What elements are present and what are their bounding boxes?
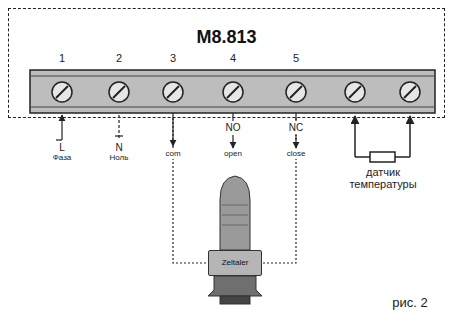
terminal-number: 5 xyxy=(292,52,300,64)
terminal-strip xyxy=(30,70,435,113)
actuator-label: Zeltaler xyxy=(222,258,249,267)
device-housing: M8.813 xyxy=(8,8,445,118)
signal-name: Ноль xyxy=(109,154,130,163)
no-wire xyxy=(232,113,233,121)
signal-name: com xyxy=(164,150,181,159)
phase-wire xyxy=(61,115,62,140)
temperature-sensor xyxy=(355,116,410,162)
terminal-number: 2 xyxy=(115,52,123,64)
signal-name: NO xyxy=(225,122,242,133)
figure-caption: рис. 2 xyxy=(391,296,428,310)
terminal-number: 4 xyxy=(229,52,237,64)
actuator-illustration xyxy=(208,176,262,304)
signal-name: open xyxy=(223,150,243,159)
terminal-screws xyxy=(52,82,420,102)
dotted-wire xyxy=(173,118,208,263)
device-title: M8.813 xyxy=(196,27,256,48)
signal-name: Фаза xyxy=(52,154,73,163)
actuator-body: Zeltaler xyxy=(208,250,262,276)
terminal-number: 3 xyxy=(169,52,177,64)
signal-name: L xyxy=(58,142,66,153)
signal-name: NC xyxy=(288,122,304,133)
signal-name: N xyxy=(114,142,123,153)
sensor-label: датчик температуры xyxy=(341,166,425,190)
signal-name: close xyxy=(286,150,307,159)
terminal-number: 1 xyxy=(58,52,66,64)
dotted-wire xyxy=(262,118,296,263)
